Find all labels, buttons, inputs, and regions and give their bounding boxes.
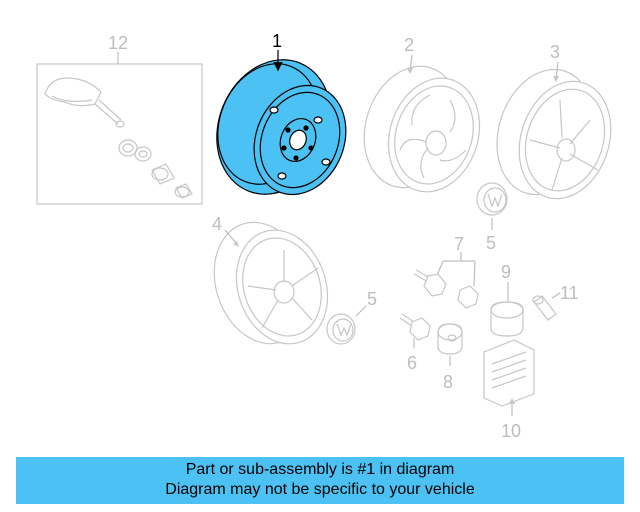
banner-line-2: Diagram may not be specific to your vehi… bbox=[165, 481, 475, 498]
callout-11: 11 bbox=[560, 283, 579, 303]
part-1-steel-wheel[interactable] bbox=[197, 42, 362, 211]
callout-5-upper: 5 bbox=[486, 233, 496, 253]
callout-1: 1 bbox=[272, 31, 282, 51]
part-9-locking-nut[interactable] bbox=[490, 282, 524, 337]
callout-5-lower: 5 bbox=[367, 289, 377, 309]
part-12-tpms-sensor-kit[interactable] bbox=[36, 52, 203, 205]
callout-6: 6 bbox=[407, 353, 417, 373]
part-11-valve-stem[interactable] bbox=[532, 292, 561, 321]
callout-4: 4 bbox=[212, 214, 222, 234]
part-3-alloy-wheel[interactable] bbox=[481, 57, 625, 211]
part-10-label-placard[interactable] bbox=[483, 339, 535, 416]
callout-10: 10 bbox=[501, 421, 521, 441]
part-5-center-cap-lower[interactable] bbox=[326, 305, 367, 345]
callout-3: 3 bbox=[550, 42, 560, 62]
part-7-wheel-bolts[interactable] bbox=[413, 252, 479, 309]
banner-line-1: Part or sub-assembly is #1 in diagram bbox=[185, 461, 455, 478]
info-banner: Part or sub-assembly is #1 in diagram Di… bbox=[16, 457, 624, 504]
part-5-center-cap-upper[interactable] bbox=[476, 182, 508, 230]
callout-9: 9 bbox=[501, 262, 511, 282]
callout-7: 7 bbox=[454, 234, 464, 254]
part-6-bolt[interactable] bbox=[399, 313, 431, 348]
callout-8: 8 bbox=[443, 372, 453, 392]
callout-2: 2 bbox=[404, 35, 414, 55]
part-8-adapter[interactable] bbox=[437, 323, 463, 366]
callout-12: 12 bbox=[108, 33, 128, 53]
parts-diagram: 12 1 2 3 bbox=[36, 31, 625, 441]
part-4-alloy-wheel[interactable] bbox=[199, 210, 342, 356]
part-2-alloy-wheel[interactable] bbox=[349, 54, 494, 204]
